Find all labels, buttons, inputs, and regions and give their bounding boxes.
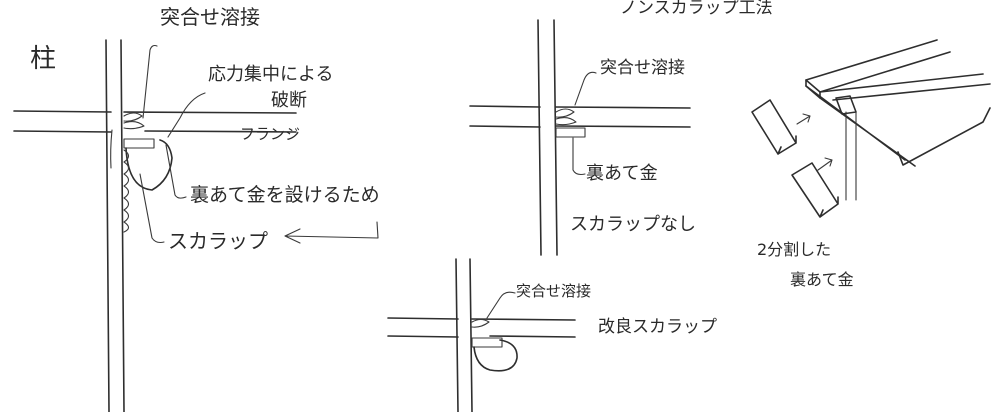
beam3-inner-left — [387, 335, 459, 338]
weld-bead-3 — [471, 318, 490, 328]
diagram-conventional-scallop — [13, 39, 379, 412]
label-butt-weld-1: 突合せ溶接 — [160, 5, 260, 29]
label-butt-weld-2: 突合せ溶接 — [600, 58, 685, 78]
column-line-right — [120, 39, 125, 412]
leader-scallop — [139, 173, 165, 244]
upper-beam-edges — [805, 39, 951, 93]
label-fracture: 破断 — [271, 90, 307, 111]
label-butt-weld-3: 突合せ溶接 — [516, 282, 592, 300]
label-backing-reason: 裏あて金を設けるため — [190, 184, 380, 206]
label-flange: フランジ — [240, 125, 301, 143]
label-column: 柱 — [30, 44, 57, 74]
label-no-scallop: スカラップなし — [570, 214, 696, 235]
right-beam-edges — [819, 73, 991, 101]
beam3-inner-right — [489, 335, 576, 338]
backing-plate-rect-3 — [471, 337, 503, 348]
arrow-lower-piece — [817, 157, 833, 171]
backing-piece-upper — [751, 99, 797, 155]
column2-line-left — [537, 19, 542, 256]
leader-backing-reason — [165, 144, 187, 199]
weld-bead-2 — [555, 108, 577, 126]
label-improved-scallop: 改良スカラップ — [598, 317, 717, 337]
beam2-inner-left — [469, 125, 541, 128]
column3-line-left — [455, 258, 459, 412]
beam-flange-outer-right — [123, 111, 297, 114]
label-split-line1: 2分割した — [757, 240, 832, 259]
label-non-scallop-title: ノンスカラップ工法 — [620, 0, 773, 18]
leader-fracture — [167, 92, 206, 138]
label-split-line2: 裏あて金 — [790, 270, 854, 289]
beam2-outer-left — [469, 105, 541, 108]
beam-flange-inner-right — [144, 130, 297, 133]
right-beam-front — [897, 107, 991, 166]
beam-flange-inner-left — [13, 130, 112, 133]
weld-bead — [123, 112, 145, 130]
beam3-outer-right — [471, 318, 576, 321]
arrow-upper-piece — [796, 113, 811, 125]
beam-flange-outer-left — [13, 110, 112, 113]
diagram-improved-scallop — [387, 258, 576, 412]
diagram-non-scallop — [469, 19, 691, 256]
label-stress-concentration: 応力集中による — [208, 64, 334, 85]
crack-zigzag — [123, 149, 130, 233]
column-line-left — [105, 39, 110, 412]
label-backing-plate-2: 裏あて金 — [586, 163, 658, 184]
leader-butt-weld-2 — [574, 71, 597, 106]
improved-scallop-cut — [473, 339, 518, 372]
beam3-outer-left — [387, 317, 459, 320]
label-scallop: スカラップ — [168, 229, 268, 253]
perspective-sketch — [751, 39, 991, 218]
scallop-cut — [125, 139, 173, 191]
backing-plate-rect — [123, 138, 155, 149]
column-weld-edge — [110, 129, 113, 169]
backing-plate-rect-2 — [555, 127, 586, 138]
leader-backing-plate-2 — [572, 137, 586, 176]
backing-piece-lower — [791, 162, 839, 218]
beam2-inner-right — [555, 125, 691, 128]
beam2-outer-right — [555, 106, 691, 109]
column3-line-right — [469, 258, 473, 412]
arrow-backing-to-scallop — [284, 221, 379, 244]
leader-butt-weld-3 — [486, 291, 516, 319]
column2-line-right — [553, 19, 558, 256]
leader-butt-weld-1 — [142, 44, 158, 119]
